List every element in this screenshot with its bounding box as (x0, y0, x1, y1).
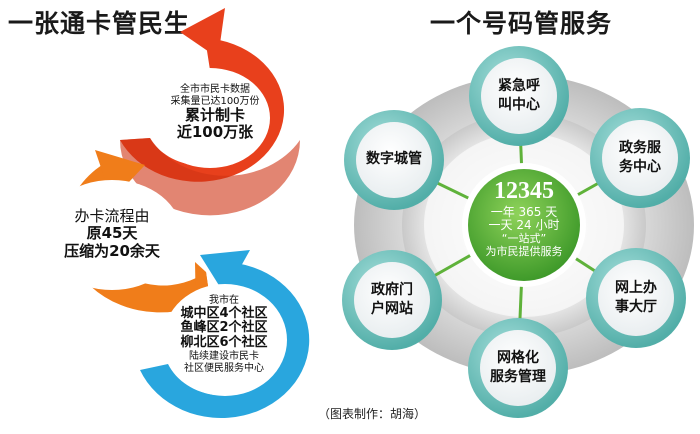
node-label-portal: 政府门 户网站 (357, 281, 427, 319)
center-line1: 一年 365 天 (490, 204, 558, 219)
left-title: 一张通卡管民生 (8, 9, 191, 38)
orange-line1: 办卡流程由 (74, 207, 150, 225)
blue-arrow (140, 250, 310, 418)
right-title: 一个号码管服务 (430, 9, 613, 38)
red-arrow (120, 8, 300, 216)
orange-line3: 压缩为20余天 (64, 241, 160, 260)
blue-line2: 城中区4个社区 (180, 305, 268, 321)
blue-line3: 鱼峰区2个社区 (180, 320, 268, 336)
node-label-online-hall: 网上办 事大厅 (601, 279, 671, 317)
center-line4: 为市民提供服务 (485, 244, 563, 258)
center-line3: “一站式” (501, 232, 547, 246)
center-line2: 一天 24 小时 (488, 218, 560, 233)
node-label-line: 网上办 (615, 280, 657, 296)
node-label-line: 叫中心 (498, 96, 540, 113)
node-label-government-service: 政务服 务中心 (605, 139, 675, 177)
node-label-line: 服务管理 (490, 368, 546, 385)
red-line2: 采集量已达100万份 (170, 95, 260, 107)
node-circles (342, 46, 690, 418)
blue-arrow-text: 我市在 城中区4个社区 鱼峰区2个社区 柳北区6个社区 陆续建设市民卡 社区便民… (168, 295, 280, 374)
node-label-line: 政府门 (371, 282, 413, 298)
node-label-line: 数字城管 (366, 151, 422, 167)
node-label-line: 紧急呼 (498, 78, 540, 94)
hub-diagram (342, 46, 694, 418)
node-label-line: 务中心 (619, 158, 661, 175)
red-line3: 累计制卡 (184, 106, 245, 124)
blue-line1: 我市在 (209, 295, 239, 306)
node-label-grid-management: 网格化 服务管理 (483, 349, 553, 387)
node-label-line: 事大厅 (615, 298, 657, 315)
chart-credit: （图表制作：胡海） (318, 407, 427, 421)
orange-arrow-text: 办卡流程由 原45天 压缩为20余天 (56, 207, 168, 260)
node-label-digital-city: 数字城管 (359, 150, 429, 169)
node-label-line: 户网站 (371, 300, 413, 317)
red-arrow-text: 全市市民卡数据 采集量已达100万份 累计制卡 近100万张 (170, 84, 260, 142)
orange-line2: 原45天 (86, 224, 138, 243)
red-line1: 全市市民卡数据 (180, 84, 250, 95)
node-label-line: 网格化 (497, 350, 539, 366)
blue-line6: 社区便民服务中心 (184, 362, 264, 374)
blue-line4: 柳北区6个社区 (180, 335, 268, 351)
blue-line5: 陆续建设市民卡 (189, 351, 259, 363)
hotline-number: 12345 (494, 178, 554, 204)
center-circle (468, 169, 580, 281)
node-label-line: 政务服 (619, 140, 661, 156)
hub-center-text: 12345 一年 365 天 一天 24 小时 “一站式” 为市民提供服务 (474, 178, 574, 258)
red-line4: 近100万张 (176, 123, 254, 142)
node-label-emergency: 紧急呼 叫中心 (484, 77, 554, 115)
